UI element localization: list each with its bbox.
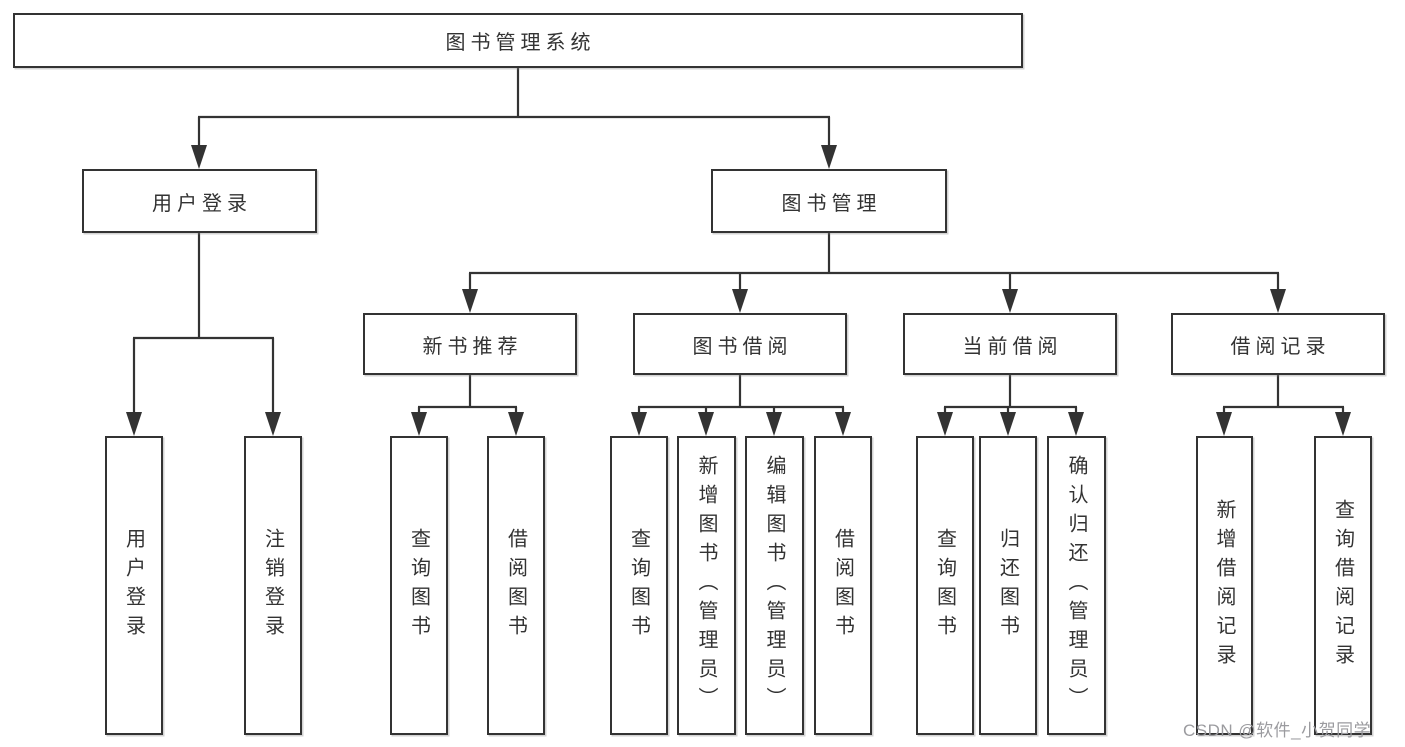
node-label: 查询图书 xyxy=(627,527,650,644)
node-label: 查询图书 xyxy=(407,527,430,644)
node-label: 新增借阅记录 xyxy=(1213,498,1235,673)
leaf-borrow-books-recommend: 借阅图书 xyxy=(487,436,545,735)
node-label: 注销登录 xyxy=(261,527,284,644)
node-label: 新增图书（管理员） xyxy=(695,455,717,716)
leaf-user-login: 用户登录 xyxy=(105,436,163,735)
node-user-login: 用户登录 xyxy=(82,169,317,233)
leaf-query-books-borrow: 查询图书 xyxy=(610,436,668,735)
node-label: 图书管理系统 xyxy=(445,32,596,54)
node-book-borrowing: 图书借阅 xyxy=(633,313,847,375)
leaf-logout: 注销登录 xyxy=(244,436,302,735)
node-label: 查询图书 xyxy=(933,527,956,644)
node-label: 借阅记录 xyxy=(1230,335,1331,358)
leaf-add-books-admin: 新增图书（管理员） xyxy=(677,436,736,735)
node-label: 用户登录 xyxy=(152,192,252,215)
leaf-borrow-books: 借阅图书 xyxy=(814,436,872,735)
leaf-add-borrow-record: 新增借阅记录 xyxy=(1196,436,1253,735)
csdn-watermark: CSDN @软件_小贺同学 xyxy=(1183,721,1372,740)
node-label: 确认归还（管理员） xyxy=(1065,455,1087,716)
node-library-management-system: 图书管理系统 xyxy=(13,13,1023,68)
node-label: 归还图书 xyxy=(996,527,1019,644)
leaf-query-books-current: 查询图书 xyxy=(916,436,974,735)
leaf-edit-books-admin: 编辑图书（管理员） xyxy=(745,436,804,735)
node-label: 借阅图书 xyxy=(831,527,854,644)
node-label: 新书推荐 xyxy=(422,335,523,358)
leaf-query-books-recommend: 查询图书 xyxy=(390,436,448,735)
node-new-book-recommendation: 新书推荐 xyxy=(363,313,577,375)
node-borrowing-records: 借阅记录 xyxy=(1171,313,1385,375)
node-label: 用户登录 xyxy=(122,527,145,644)
node-label: 图书管理 xyxy=(781,192,882,215)
node-label: 查询借阅记录 xyxy=(1331,498,1354,673)
node-label: 图书借阅 xyxy=(692,335,793,358)
node-book-management: 图书管理 xyxy=(711,169,947,233)
leaf-query-borrow-record: 查询借阅记录 xyxy=(1314,436,1372,735)
node-label: 当前借阅 xyxy=(962,335,1063,358)
node-label: 编辑图书（管理员） xyxy=(763,455,785,716)
node-current-borrowing: 当前借阅 xyxy=(903,313,1117,375)
leaf-confirm-return-admin: 确认归还（管理员） xyxy=(1047,436,1106,735)
leaf-return-books: 归还图书 xyxy=(979,436,1037,735)
node-label: 借阅图书 xyxy=(504,527,527,644)
